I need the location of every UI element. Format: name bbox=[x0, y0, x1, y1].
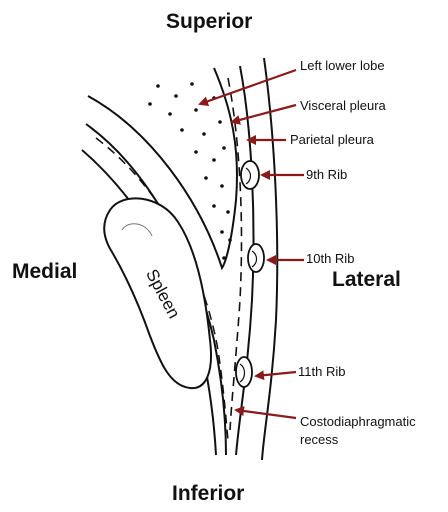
parietal-pleura-label: Parietal pleura bbox=[290, 132, 374, 147]
left-lower-lobe-label: Left lower lobe bbox=[300, 58, 385, 73]
rib-11 bbox=[235, 356, 253, 388]
diaphragm-dashed-line bbox=[95, 137, 229, 441]
arrow-costodiaphragmatic-recess bbox=[234, 406, 297, 420]
visceral-pleura-label: Visceral pleura bbox=[300, 98, 386, 113]
lateral-label: Lateral bbox=[332, 268, 401, 291]
costodiaphragmatic-recess-label-line2: recess bbox=[300, 432, 339, 447]
rib-11-label: 11th Rib bbox=[298, 364, 346, 379]
chest-wall-outer-line bbox=[261, 57, 279, 461]
left-lower-lobe-outline bbox=[87, 67, 239, 271]
costodiaphragmatic-recess-label-line1: Costodiaphragmatic bbox=[300, 414, 416, 429]
inferior-label: Inferior bbox=[172, 482, 245, 505]
rib-9 bbox=[240, 160, 260, 190]
arrow-rib-11 bbox=[254, 370, 297, 381]
spleen-highlight bbox=[121, 223, 153, 237]
arrow-visceral-pleura bbox=[230, 103, 297, 125]
spleen-shape bbox=[103, 197, 212, 390]
medial-label: Medial bbox=[12, 260, 78, 283]
parietal-pleura-line bbox=[227, 77, 243, 431]
arrow-left-lower-lobe bbox=[198, 68, 297, 107]
rib-10-label: 10th Rib bbox=[306, 251, 355, 266]
rib-10 bbox=[247, 243, 265, 273]
superior-label: Superior bbox=[166, 10, 253, 33]
rib-9-label: 9th Rib bbox=[306, 167, 348, 182]
